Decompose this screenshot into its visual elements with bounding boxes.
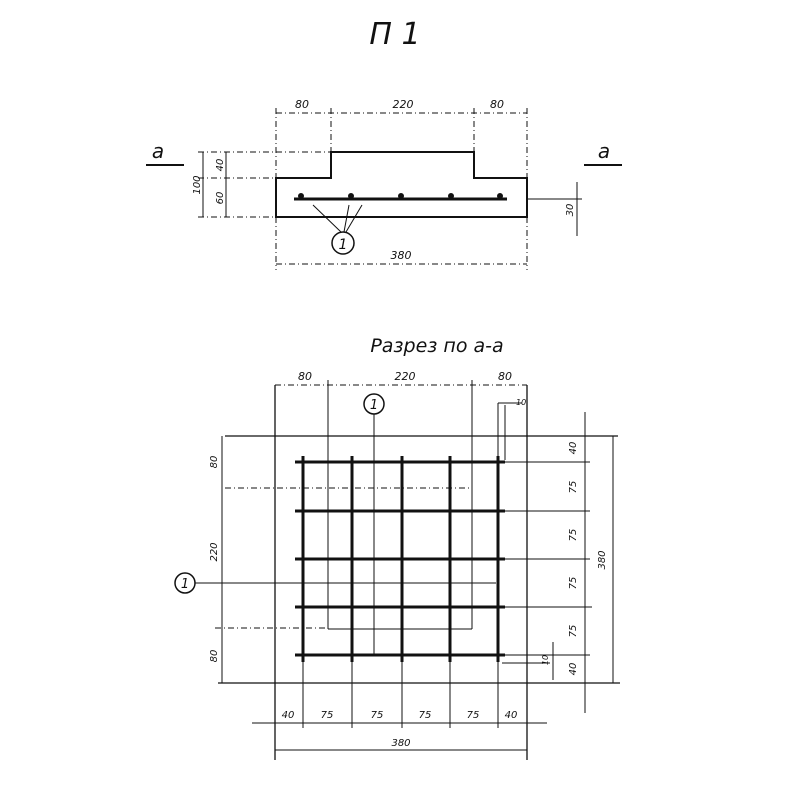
callout-top-circle [363, 393, 385, 415]
plan-bottom-dimension-lines [252, 662, 547, 751]
plan-dim-top-mid: 220 [395, 370, 416, 383]
plan-dim-right-5: 75 [568, 625, 579, 638]
section-mark-right: а [598, 139, 610, 163]
callout-left-circle [174, 572, 196, 594]
plan-dim-bottom-4: 75 [419, 710, 432, 721]
plan-dim-top-left: 80 [298, 370, 312, 383]
top-dimension-lines [275, 108, 528, 178]
plan-dim-top-right: 80 [498, 370, 512, 383]
drawing-title: П 1 [369, 17, 420, 52]
offset-bottom-dimension [502, 642, 554, 680]
plan-caption: Разрез по а-а [370, 335, 503, 357]
plan-dim-right-1: 40 [568, 442, 579, 455]
offset-top-dimension [497, 402, 522, 460]
dim-top-mid: 220 [393, 98, 414, 111]
plan-dim-bottom-3: 75 [371, 710, 384, 721]
pedestal-outline [215, 380, 473, 630]
dim-height-total: 100 [192, 175, 203, 194]
callout-left-label: 1 [181, 577, 189, 592]
callout-label: 1 [339, 237, 348, 253]
elevation-view: 1 80 220 80 380 100 40 60 [146, 98, 622, 270]
plan-dim-left-3: 80 [209, 650, 220, 663]
rebar-dots [298, 193, 503, 199]
cover-dimension-lines [527, 182, 582, 236]
callout-circle [331, 231, 355, 255]
plan-right-dimension-lines [505, 412, 614, 713]
dim-cover: 30 [565, 204, 576, 217]
plan-dim-right-4: 75 [568, 577, 579, 590]
footing-plan-outline [218, 385, 620, 760]
section-mark-left: а [152, 139, 164, 163]
callout-leaders [312, 204, 363, 233]
dim-top-right: 80 [490, 98, 504, 111]
dim-top-left: 80 [295, 98, 309, 111]
plan-dim-offset-bottom: 10 [541, 655, 550, 665]
plan-dim-right-total: 380 [597, 550, 608, 569]
plan-dim-bottom-2: 75 [321, 710, 334, 721]
plan-dim-left-2: 220 [209, 542, 220, 561]
plan-dim-left-1: 80 [209, 456, 220, 469]
callout-top-label: 1 [370, 398, 378, 413]
left-dimension-lines [198, 151, 331, 218]
plan-dim-bottom-6: 40 [505, 710, 518, 721]
plan-dim-offset-top: 10 [516, 398, 526, 407]
dim-bottom: 380 [391, 249, 412, 262]
plan-dim-bottom-5: 75 [467, 710, 480, 721]
footing-outline [275, 151, 528, 218]
plan-dim-bottom-total: 380 [391, 738, 410, 749]
plan-dim-right-2: 75 [568, 481, 579, 494]
bottom-dimension-lines [275, 217, 528, 270]
plan-dim-right-3: 75 [568, 529, 579, 542]
plan-dim-bottom-1: 40 [282, 710, 295, 721]
plan-view: 1 1 80 220 80 10 10 [174, 370, 620, 760]
dim-height-upper: 40 [215, 159, 226, 172]
plan-dim-right-6: 40 [568, 663, 579, 676]
dim-height-lower: 60 [215, 192, 226, 205]
rebar-mesh [295, 456, 505, 662]
